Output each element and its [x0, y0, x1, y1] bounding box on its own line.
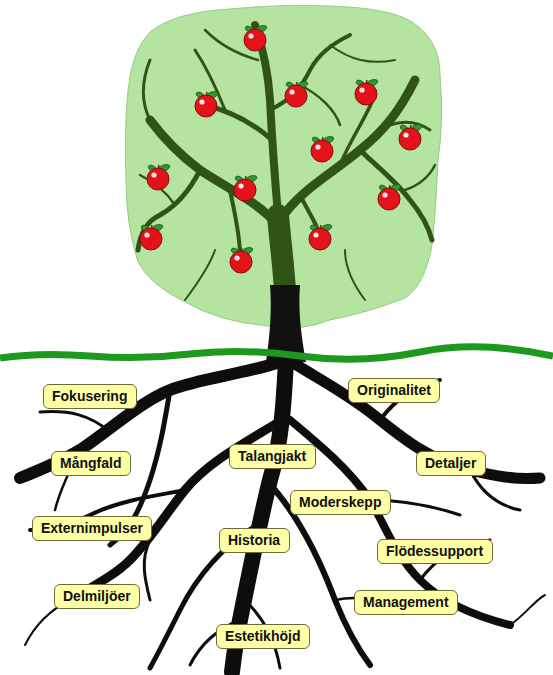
- root-label-box: Historia: [219, 528, 290, 553]
- ground-line: [0, 347, 553, 359]
- apples: [140, 24, 423, 273]
- root-label-box: Mångfald: [51, 451, 131, 476]
- root-label-box: Moderskepp: [290, 490, 391, 515]
- root-label: Talangjakt: [238, 448, 307, 465]
- root-label: Detaljer: [425, 455, 477, 472]
- root-label: Management: [363, 594, 449, 611]
- root-label-box: Management: [354, 590, 458, 615]
- root-label: Fokusering: [52, 388, 128, 405]
- root-label: Estetikhöjd: [225, 628, 301, 645]
- tree-branches: [138, 25, 435, 300]
- root-label-box: Talangjakt: [229, 444, 316, 469]
- root-label: Externimpulser: [41, 520, 143, 537]
- root-label: Moderskepp: [299, 494, 382, 511]
- root-label-box: Fokusering: [43, 384, 137, 409]
- root-label: Mångfald: [60, 455, 122, 472]
- root-label-box: Detaljer: [416, 451, 486, 476]
- root-label-box: Delmiljöer: [54, 584, 140, 609]
- root-label-box: Originalitet: [348, 378, 440, 403]
- root-label: Flödessupport: [386, 543, 484, 560]
- root-label-box: Estetikhöjd: [216, 624, 310, 649]
- root-label-box: Flödessupport: [377, 539, 493, 564]
- root-label: Historia: [228, 532, 281, 549]
- tree-roots: [20, 360, 545, 672]
- root-label: Originalitet: [357, 382, 431, 399]
- root-label: Delmiljöer: [63, 588, 131, 605]
- tree-crown: [125, 5, 441, 328]
- root-label-box: Externimpulser: [32, 516, 152, 541]
